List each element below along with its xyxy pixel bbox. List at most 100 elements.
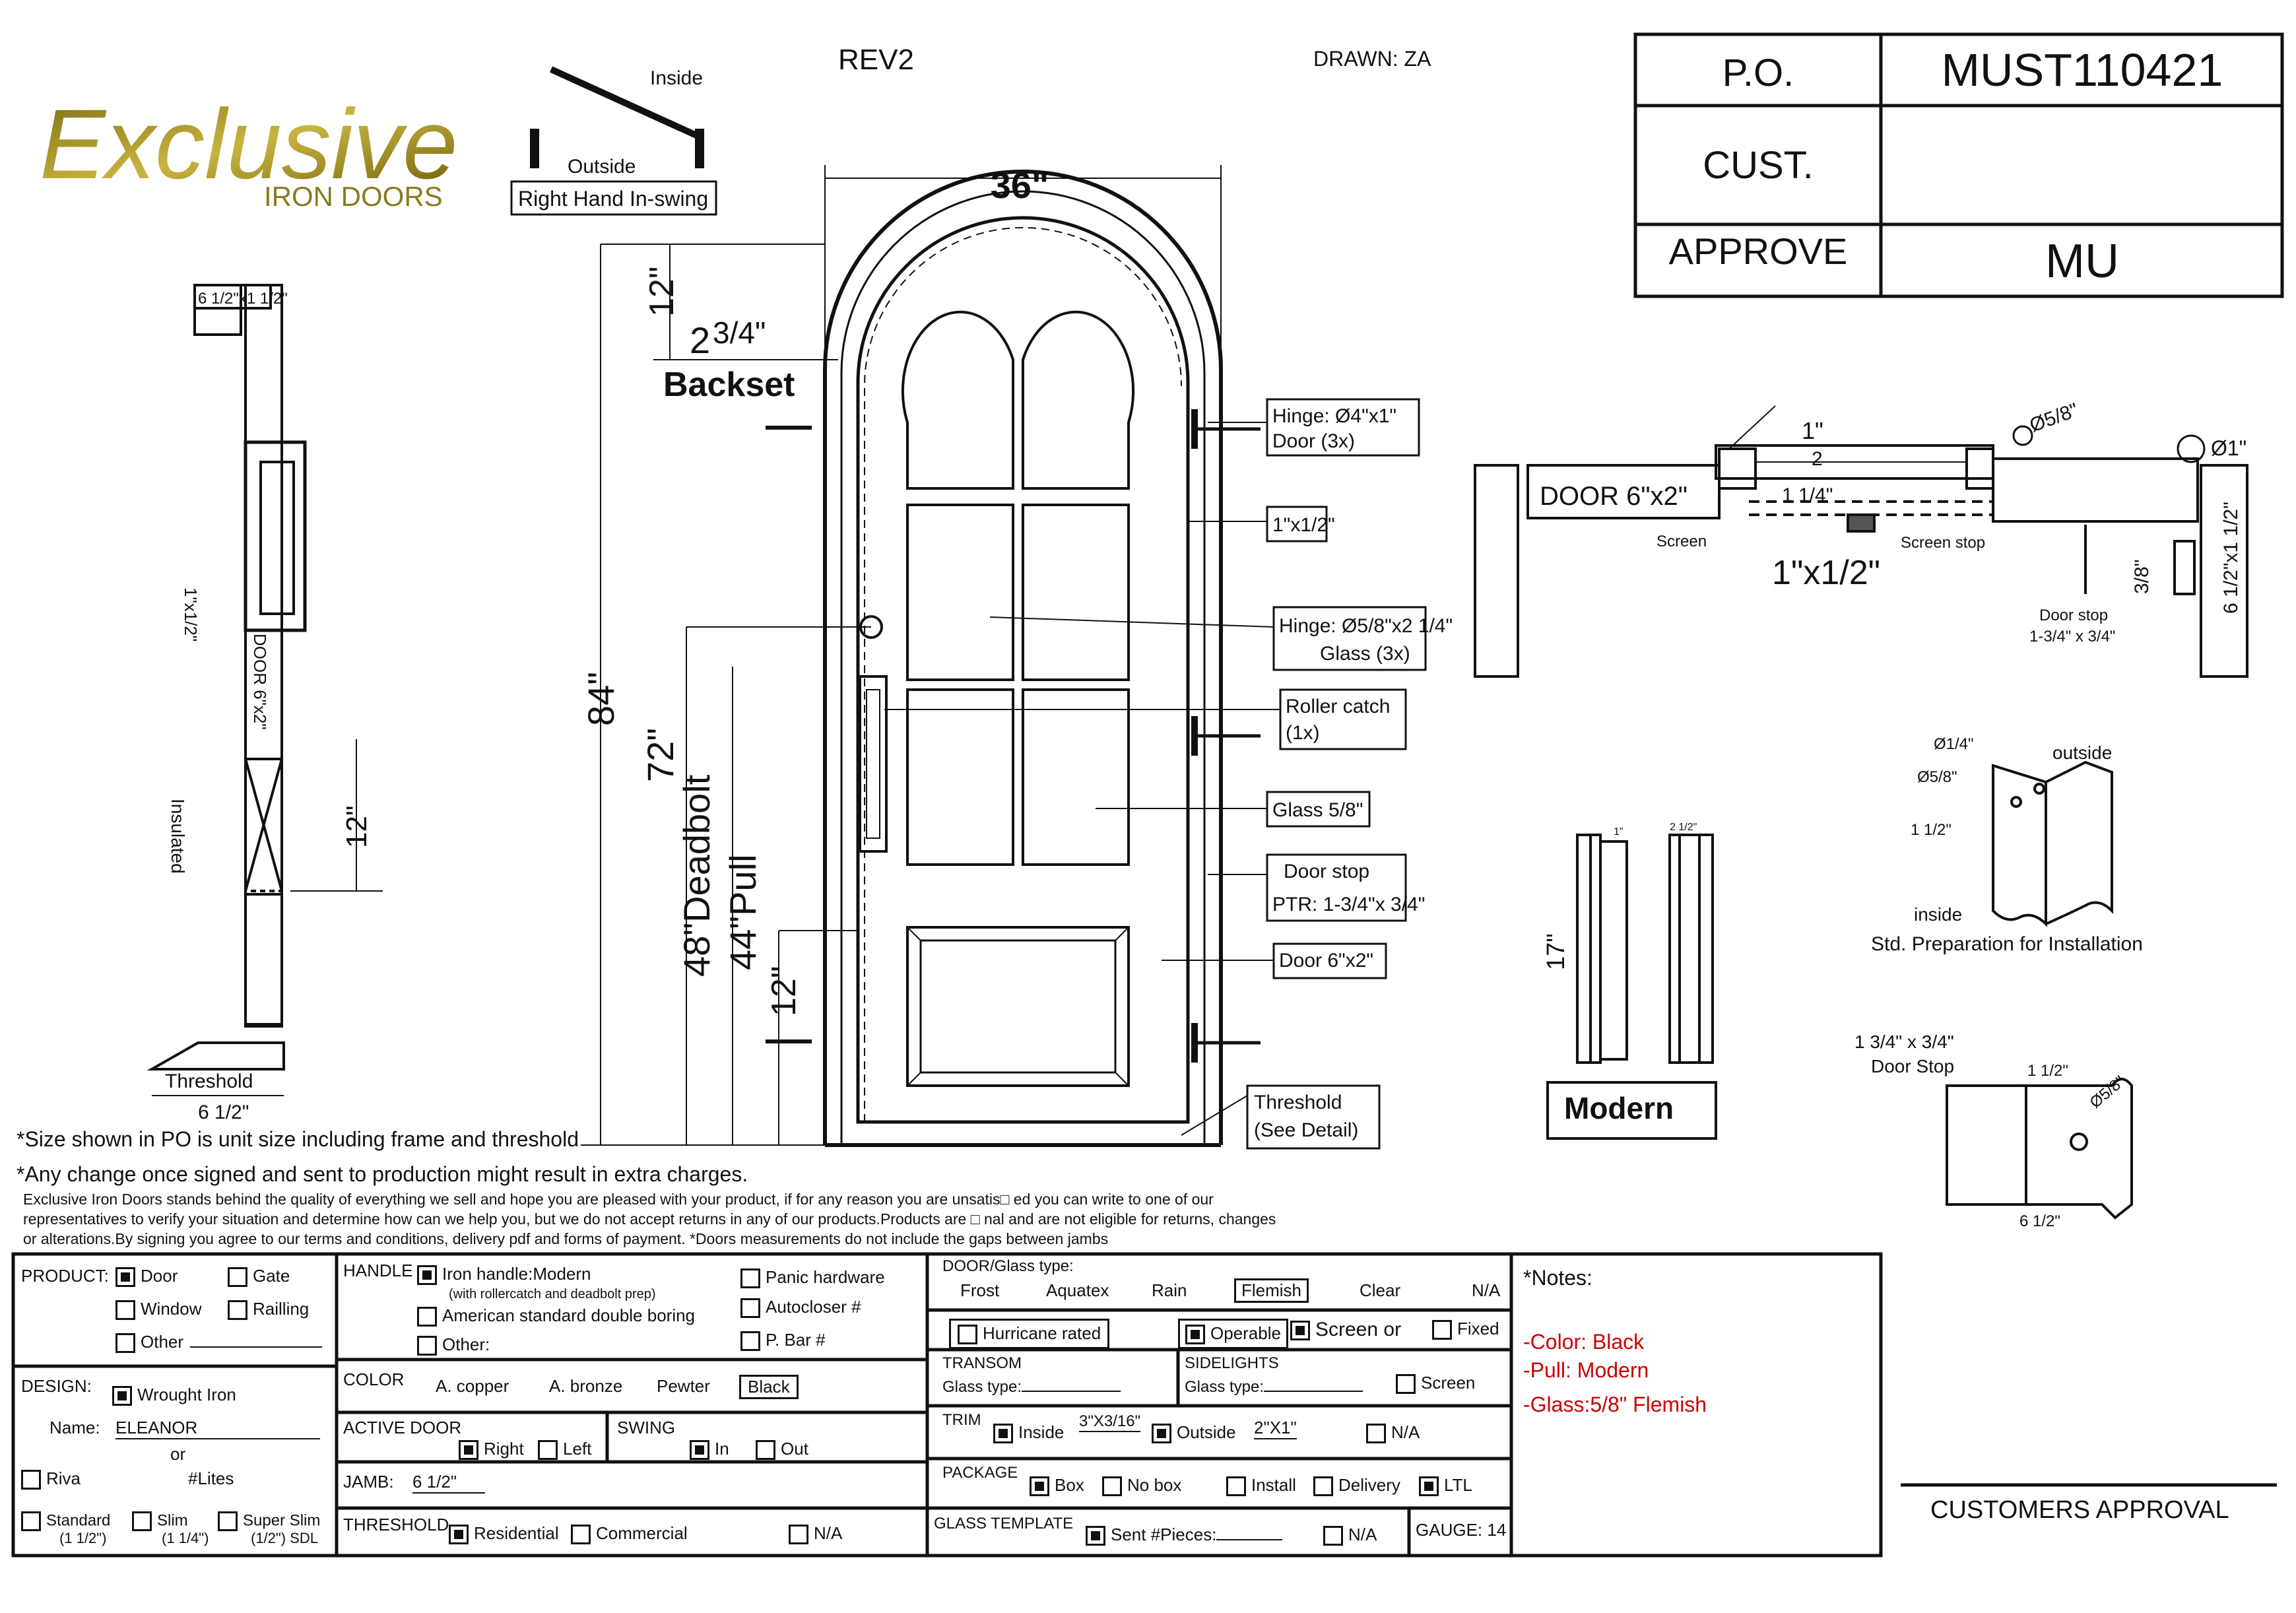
handle-iron[interactable]: Iron handle:Modern (417, 1264, 591, 1286)
glass-hurricane-checkbox[interactable] (958, 1325, 977, 1345)
product-other[interactable]: Other (115, 1332, 323, 1354)
sidelights-screen-checkbox[interactable] (1396, 1374, 1416, 1395)
product-door-checkbox[interactable] (115, 1267, 135, 1288)
handle-panic[interactable]: Panic hardware (740, 1267, 885, 1289)
trim-inside-checkbox[interactable] (993, 1424, 1013, 1444)
threshold-na-checkbox[interactable] (789, 1525, 808, 1545)
active-left[interactable]: Left (538, 1439, 591, 1461)
design-wrought[interactable]: Wrought Iron (112, 1385, 236, 1406)
handle-other-checkbox[interactable] (417, 1336, 437, 1356)
threshold-na[interactable]: N/A (789, 1523, 842, 1545)
color-black-selected[interactable]: Black (739, 1375, 799, 1399)
product-railing-checkbox[interactable] (228, 1300, 247, 1321)
glass-clear[interactable]: Clear (1360, 1280, 1401, 1300)
glass-rain[interactable]: Rain (1152, 1280, 1187, 1300)
product-gate[interactable]: Gate (228, 1266, 290, 1288)
glass-fixed[interactable]: Fixed (1432, 1319, 1499, 1340)
handle-iron-checkbox[interactable] (417, 1265, 437, 1286)
package-ltl[interactable]: LTL (1419, 1475, 1472, 1497)
package-nobox-checkbox[interactable] (1102, 1476, 1122, 1497)
design-slim[interactable]: Slim (132, 1511, 188, 1531)
glass-template-sent[interactable]: Sent #Pieces: (1086, 1525, 1283, 1546)
sidelights-screen[interactable]: Screen (1396, 1373, 1475, 1395)
po-table: P.O. MUST110421 CUST. APPROVE MU (1633, 32, 2284, 298)
color-pewter[interactable]: Pewter (657, 1376, 710, 1396)
swing-out[interactable]: Out (756, 1439, 808, 1461)
product-window-checkbox[interactable] (115, 1300, 135, 1321)
trim-na[interactable]: N/A (1366, 1422, 1420, 1444)
swing-in[interactable]: In (690, 1439, 729, 1461)
glass-fixed-checkbox[interactable] (1432, 1320, 1452, 1340)
glass-template-na-checkbox[interactable] (1323, 1526, 1343, 1546)
handle-pbar-text: P. Bar # (766, 1330, 826, 1350)
package-ltl-checkbox[interactable] (1419, 1476, 1439, 1497)
design-riva[interactable]: Riva (21, 1468, 81, 1490)
product-window[interactable]: Window (115, 1299, 201, 1321)
swing-out-text: Out (781, 1439, 808, 1459)
handle-autocloser[interactable]: Autocloser # (740, 1297, 861, 1319)
design-superslim-checkbox[interactable] (218, 1511, 238, 1531)
glass-frost[interactable]: Frost (960, 1280, 1000, 1300)
glass-screen-checkbox[interactable] (1290, 1321, 1310, 1341)
trim-na-checkbox[interactable] (1366, 1424, 1386, 1444)
package-box-checkbox[interactable] (1030, 1476, 1049, 1497)
design-standard[interactable]: Standard (21, 1511, 110, 1531)
trim-outside-checkbox[interactable] (1152, 1424, 1171, 1444)
handle-american-checkbox[interactable] (417, 1307, 437, 1327)
color-copper[interactable]: A. copper (436, 1376, 509, 1396)
product-other-checkbox[interactable] (115, 1333, 135, 1354)
jamb-value[interactable]: 6 1/2" (412, 1472, 485, 1494)
active-left-checkbox[interactable] (538, 1440, 558, 1461)
swing-out-checkbox[interactable] (756, 1440, 775, 1461)
stop-bottom: 6 1/2" (2019, 1212, 2060, 1230)
glass-template-na[interactable]: N/A (1323, 1525, 1377, 1546)
dim-72: 72" (640, 728, 681, 782)
handle-other[interactable]: Other: (417, 1334, 490, 1356)
package-box[interactable]: Box (1030, 1475, 1084, 1497)
glass-template-sent-checkbox[interactable] (1086, 1526, 1105, 1546)
handle-pbar-checkbox[interactable] (740, 1331, 760, 1352)
design-wrought-checkbox[interactable] (112, 1386, 132, 1406)
package-install-checkbox[interactable] (1226, 1476, 1246, 1497)
active-right-checkbox[interactable] (459, 1440, 478, 1461)
glass-flemish-selected[interactable]: Flemish (1234, 1278, 1309, 1303)
handle-pbar[interactable]: P. Bar # (740, 1330, 826, 1352)
glass-screen-or[interactable]: Screen or (1290, 1319, 1401, 1341)
swing-in-checkbox[interactable] (690, 1440, 709, 1461)
handle-panic-checkbox[interactable] (740, 1268, 760, 1289)
glass-operable-checkbox[interactable] (1185, 1325, 1205, 1345)
threshold-residential-checkbox[interactable] (449, 1525, 469, 1545)
active-right[interactable]: Right (459, 1439, 524, 1461)
glass-aquatex[interactable]: Aquatex (1046, 1280, 1109, 1300)
glass-operable[interactable]: Operable (1178, 1319, 1288, 1350)
trim-outside[interactable]: Outside (1152, 1422, 1236, 1444)
trim-outside-dim[interactable]: 2"X1" (1254, 1418, 1297, 1439)
terms-line-1: Exclusive Iron Doors stands behind the q… (23, 1191, 1214, 1208)
jamb-label: JAMB: (343, 1472, 394, 1492)
package-delivery-checkbox[interactable] (1313, 1476, 1333, 1497)
product-gate-checkbox[interactable] (228, 1267, 247, 1288)
glass-hurricane[interactable]: Hurricane rated (949, 1319, 1110, 1350)
threshold-residential[interactable]: Residential (449, 1523, 559, 1545)
package-delivery[interactable]: Delivery (1313, 1475, 1400, 1497)
design-superslim-sub: (1/2") SDL (251, 1530, 318, 1546)
threshold-commercial-checkbox[interactable] (571, 1525, 591, 1545)
sidelights-glass-text: Glass type: (1185, 1378, 1264, 1396)
design-superslim[interactable]: Super Slim (218, 1511, 320, 1531)
design-name-value[interactable]: ELEANOR (115, 1418, 320, 1439)
design-standard-checkbox[interactable] (21, 1511, 41, 1531)
glass-na[interactable]: N/A (1472, 1280, 1501, 1300)
package-install[interactable]: Install (1226, 1475, 1296, 1497)
package-nobox[interactable]: No box (1102, 1475, 1181, 1497)
handle-autocloser-checkbox[interactable] (740, 1298, 760, 1319)
trim-inside-dim[interactable]: 3"X3/16" (1079, 1412, 1141, 1432)
dim-top-12: 12" (643, 267, 681, 317)
design-slim-checkbox[interactable] (132, 1511, 152, 1531)
threshold-commercial[interactable]: Commercial (571, 1523, 688, 1545)
product-railing[interactable]: Railling (228, 1299, 309, 1321)
design-riva-checkbox[interactable] (21, 1470, 41, 1490)
handle-american[interactable]: American standard double boring (417, 1305, 695, 1327)
trim-inside[interactable]: Inside (993, 1422, 1064, 1444)
color-bronze[interactable]: A. bronze (549, 1376, 623, 1396)
product-door[interactable]: Door (115, 1266, 178, 1288)
